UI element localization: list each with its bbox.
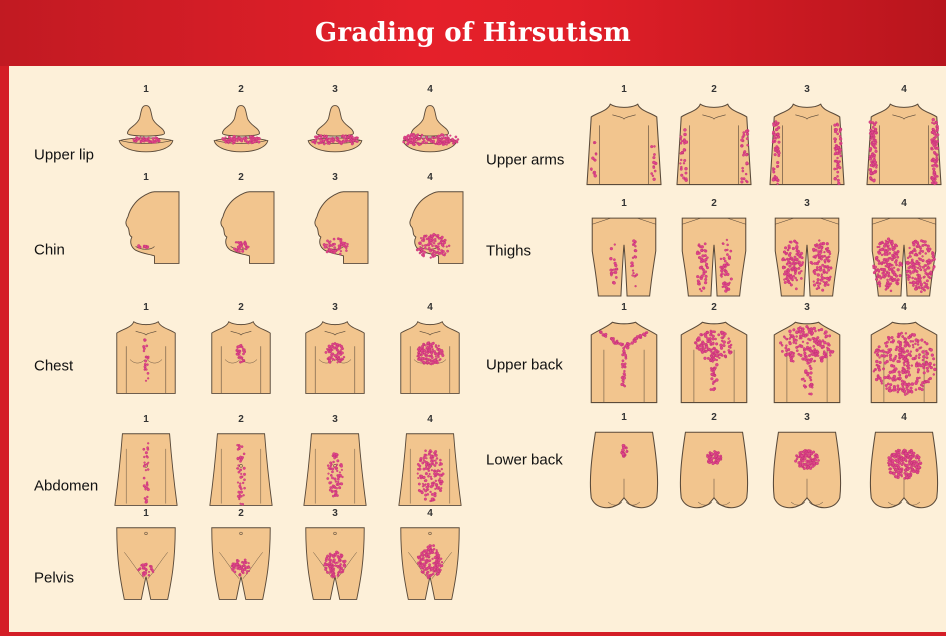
grade-number-abdomen-4: 4 — [427, 414, 433, 425]
illustration-abdomen-grade-1 — [113, 430, 179, 520]
illustration-thighs-grade-3 — [770, 214, 844, 296]
left-border — [0, 66, 9, 636]
illustration-chest-grade-3 — [302, 318, 368, 408]
grade-number-chin-4: 4 — [427, 172, 433, 183]
illustration-chest-grade-2 — [208, 318, 274, 408]
grade-number-upper-back-4: 4 — [901, 302, 907, 313]
grade-number-upper-back-3: 3 — [804, 302, 810, 313]
illustration-upper-arms-grade-2 — [677, 100, 751, 190]
illustration-upper-lip-grade-4 — [397, 100, 463, 174]
illustration-upper-lip-grade-3 — [302, 100, 368, 174]
illustration-upper-back-grade-2 — [677, 318, 751, 408]
illustration-lower-back-grade-1 — [587, 428, 661, 518]
grade-number-chest-1: 1 — [143, 302, 149, 313]
grade-number-thighs-1: 1 — [621, 198, 627, 209]
grade-number-pelvis-2: 2 — [238, 508, 244, 519]
grade-number-lower-back-2: 2 — [711, 412, 717, 423]
illustration-upper-back-grade-4 — [867, 318, 941, 408]
illustration-chin-grade-3 — [302, 188, 368, 278]
grade-number-upper-back-2: 2 — [711, 302, 717, 313]
illustration-upper-back-grade-3 — [770, 318, 844, 408]
grade-number-upper-arms-2: 2 — [711, 84, 717, 95]
illustration-thighs-grade-4 — [867, 214, 941, 296]
illustration-pelvis-grade-4 — [397, 524, 463, 614]
illustration-lower-back-grade-2 — [677, 428, 751, 518]
grade-number-lower-back-4: 4 — [901, 412, 907, 423]
bottom-border — [0, 632, 946, 636]
illustration-lower-back-grade-4 — [867, 428, 941, 518]
grade-number-thighs-2: 2 — [711, 198, 717, 209]
grade-number-upper-lip-1: 1 — [143, 84, 149, 95]
illustration-upper-lip-grade-2 — [208, 100, 274, 174]
region-label-upper-back: Upper back — [486, 357, 563, 374]
figure-title: Grading of Hirsutism — [315, 18, 631, 48]
grade-number-lower-back-3: 3 — [804, 412, 810, 423]
illustration-chin-grade-1 — [113, 188, 179, 278]
illustration-abdomen-grade-2 — [208, 430, 274, 520]
illustration-pelvis-grade-2 — [208, 524, 274, 614]
grade-number-upper-lip-4: 4 — [427, 84, 433, 95]
grade-number-abdomen-1: 1 — [143, 414, 149, 425]
region-label-abdomen: Abdomen — [34, 478, 98, 495]
grade-number-thighs-3: 3 — [804, 198, 810, 209]
grade-number-upper-arms-1: 1 — [621, 84, 627, 95]
illustration-upper-lip-grade-1 — [113, 100, 179, 174]
illustration-pelvis-grade-1 — [113, 524, 179, 614]
grade-number-upper-lip-3: 3 — [332, 84, 338, 95]
illustration-chin-grade-4 — [397, 188, 463, 278]
grade-number-upper-lip-2: 2 — [238, 84, 244, 95]
illustration-chin-grade-2 — [208, 188, 274, 278]
title-banner: Grading of Hirsutism — [0, 0, 946, 66]
grade-number-chest-4: 4 — [427, 302, 433, 313]
grade-number-abdomen-2: 2 — [238, 414, 244, 425]
region-label-thighs: Thighs — [486, 243, 531, 260]
illustration-upper-arms-grade-4 — [867, 100, 941, 190]
grade-number-chin-1: 1 — [143, 172, 149, 183]
grade-number-chin-3: 3 — [332, 172, 338, 183]
grade-number-pelvis-4: 4 — [427, 508, 433, 519]
illustration-upper-arms-grade-1 — [587, 100, 661, 190]
region-label-pelvis: Pelvis — [34, 570, 74, 587]
grade-number-pelvis-1: 1 — [143, 508, 149, 519]
illustration-upper-back-grade-1 — [587, 318, 661, 408]
region-label-lower-back: Lower back — [486, 452, 563, 469]
region-label-chin: Chin — [34, 242, 65, 259]
grade-number-upper-back-1: 1 — [621, 302, 627, 313]
grade-number-upper-arms-3: 3 — [804, 84, 810, 95]
illustration-pelvis-grade-3 — [302, 524, 368, 614]
illustration-thighs-grade-2 — [677, 214, 751, 296]
grade-number-chest-3: 3 — [332, 302, 338, 313]
grade-number-pelvis-3: 3 — [332, 508, 338, 519]
grade-number-chest-2: 2 — [238, 302, 244, 313]
grade-number-thighs-4: 4 — [901, 198, 907, 209]
grade-number-abdomen-3: 3 — [332, 414, 338, 425]
grade-number-chin-2: 2 — [238, 172, 244, 183]
illustration-thighs-grade-1 — [587, 214, 661, 296]
illustration-chest-grade-4 — [397, 318, 463, 408]
illustration-abdomen-grade-3 — [302, 430, 368, 520]
grade-number-lower-back-1: 1 — [621, 412, 627, 423]
illustration-lower-back-grade-3 — [770, 428, 844, 518]
illustration-abdomen-grade-4 — [397, 430, 463, 520]
region-label-upper-arms: Upper arms — [486, 152, 564, 169]
region-label-chest: Chest — [34, 358, 73, 375]
illustration-upper-arms-grade-3 — [770, 100, 844, 190]
illustration-chest-grade-1 — [113, 318, 179, 408]
region-label-upper-lip: Upper lip — [34, 147, 94, 164]
grade-number-upper-arms-4: 4 — [901, 84, 907, 95]
